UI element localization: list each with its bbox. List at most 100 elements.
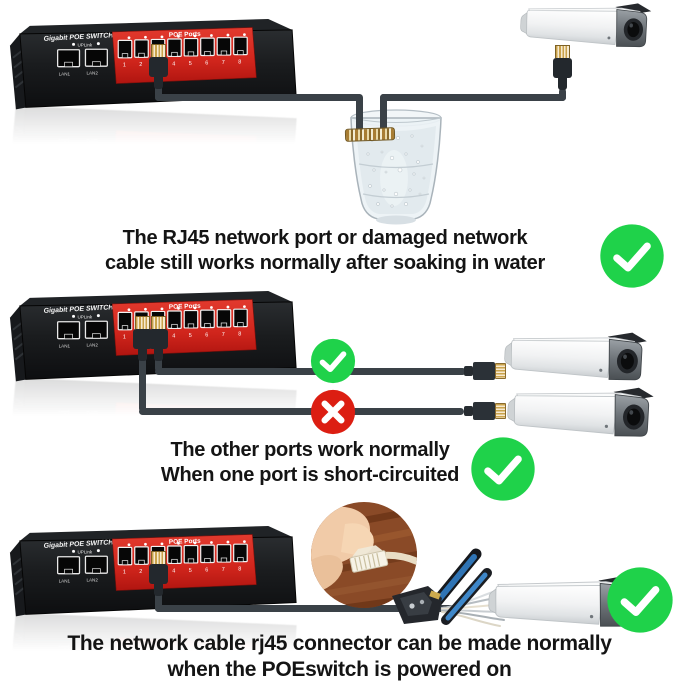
caption-crimping: The network cable rj45 connector can be …	[10, 631, 669, 683]
plug-pins	[495, 363, 506, 379]
poe-port-number: 5	[189, 568, 192, 574]
rj45-plug-camera	[553, 45, 572, 90]
caption-water-test: The RJ45 network port or damaged network…	[30, 226, 620, 276]
plug-body	[133, 329, 152, 349]
camera-led	[604, 424, 609, 428]
plug-body	[149, 329, 168, 349]
rj45-plug	[149, 44, 168, 89]
plug-boot	[464, 366, 473, 376]
poe-port-number: 6	[205, 332, 208, 338]
cross-badge-cable	[310, 389, 356, 435]
poe-port-number: 8	[238, 332, 241, 338]
lan2-label: LAN2	[86, 343, 98, 348]
check-badge-section2	[471, 437, 535, 501]
check-badge-section3	[607, 567, 673, 633]
poe-port-number: 1	[123, 63, 126, 69]
caption-line: The network cable rj45 connector can be …	[67, 632, 612, 655]
cable-segment	[155, 605, 455, 612]
poe-port-number: 7	[222, 567, 225, 573]
lan-port-2	[84, 48, 108, 67]
camera-back-cap	[504, 342, 512, 367]
poe-port-number: 4	[172, 147, 175, 153]
poe-port-number: 7	[222, 148, 225, 154]
cross-icon	[321, 400, 345, 424]
lan-port-1	[56, 146, 81, 157]
svg-text:UPLink: UPLink	[78, 549, 93, 554]
caption-line: When one port is short-circuited	[160, 464, 460, 486]
rj45-connector-clear	[349, 545, 417, 573]
poe-port-number: 7	[222, 420, 225, 426]
rj45-connector-right	[464, 401, 506, 421]
vent-slots	[12, 556, 25, 596]
underwater-cable-splice	[344, 127, 396, 142]
poe-port-number: 1	[123, 418, 126, 424]
poe-panel-label: POE Ports	[169, 31, 201, 39]
poe-port-number: 2	[139, 146, 142, 152]
plug-body	[553, 58, 572, 78]
lan1-label: LAN1	[59, 579, 71, 584]
crimping-tool	[390, 540, 496, 637]
camera-back-cap	[520, 12, 528, 35]
lan1-label: LAN1	[59, 72, 71, 77]
rj45-plug	[149, 551, 168, 596]
switch-title: Gigabit POE SWITCH	[43, 304, 114, 315]
plug-boot	[154, 349, 163, 361]
poe-port-number: 4	[172, 61, 175, 67]
switch-left-side	[9, 33, 27, 110]
lan1-label: LAN1	[59, 344, 71, 349]
poe-port-number: 1	[123, 146, 126, 152]
poe-panel-label: POE Ports	[169, 538, 201, 546]
camera-body	[494, 584, 605, 625]
check-icon	[613, 242, 651, 272]
camera-back-cap	[507, 397, 516, 423]
poe-port-number: 8	[238, 421, 241, 427]
cable-out-of-water	[380, 94, 387, 140]
poe-port-number: 8	[238, 60, 241, 66]
camera-led	[599, 368, 603, 372]
poe-port-number: 2	[139, 62, 142, 68]
caption-line: cable still works normally after soaking…	[105, 252, 545, 274]
lens-highlight	[623, 354, 627, 359]
check-badge-cable	[310, 338, 356, 384]
lan-port-2	[84, 419, 108, 429]
poe-port-number: 1	[123, 335, 126, 341]
cable-segment	[155, 591, 162, 612]
cable-into-water	[356, 94, 363, 140]
lan-port-1	[56, 321, 81, 340]
plug-pins	[495, 403, 506, 419]
rj45-connector-right	[464, 361, 506, 381]
poe-port-number: 8	[238, 149, 241, 155]
poe-port-number: 2	[139, 418, 142, 424]
poe-port-number: 4	[172, 568, 175, 574]
poe-port-number: 4	[172, 333, 175, 339]
plug-body	[149, 57, 168, 77]
rj45-plug	[133, 316, 152, 361]
svg-text:UPLink: UPLink	[78, 42, 93, 47]
poe-port-number: 3	[156, 146, 159, 152]
camera-bracket	[607, 332, 647, 345]
switch-title: Gigabit POE SWITCH	[43, 32, 114, 43]
lan-port-1	[56, 556, 81, 575]
lan2-label: LAN2	[86, 71, 98, 76]
poe-port-number: 7	[222, 332, 225, 338]
cable-segment	[155, 84, 162, 101]
switch-left-side	[9, 305, 27, 382]
plug-boot	[464, 406, 473, 416]
svg-text:UPLink: UPLink	[78, 314, 93, 319]
poe-port	[117, 427, 133, 429]
poe-port-number: 7	[222, 60, 225, 66]
lens-highlight	[629, 410, 634, 415]
caption-line: The other ports work normally	[170, 439, 450, 461]
plug-body	[149, 564, 168, 584]
poe-port-number: 6	[205, 567, 208, 573]
camera-body	[513, 395, 620, 435]
plug-pins	[555, 45, 570, 58]
check-icon	[620, 586, 660, 616]
poe-port-number: 5	[189, 333, 192, 339]
camera-bracket	[615, 3, 652, 15]
switch-title: Gigabit POE SWITCH	[43, 539, 114, 550]
rj45-plug	[149, 316, 168, 361]
